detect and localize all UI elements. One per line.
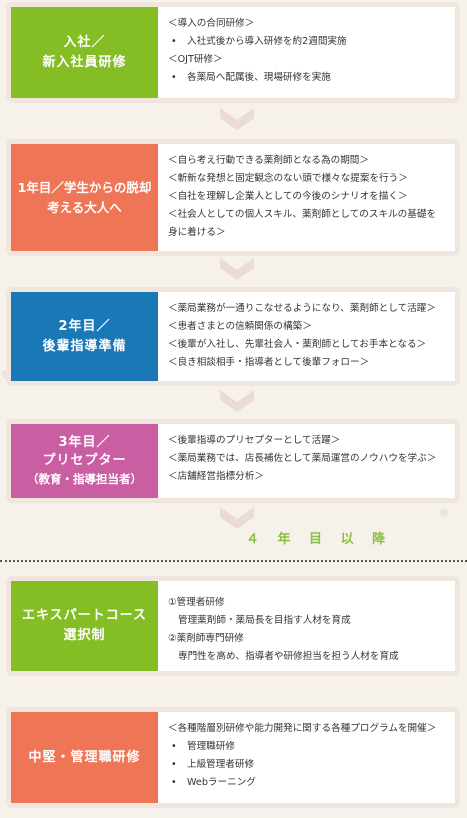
description-line: ＜自社を理解し企業人としての今後のシナリオを描く＞ (168, 191, 408, 202)
stage-label-line: 1年目／学生からの脱却 (17, 179, 152, 195)
stage-label: 2年目／ 後輩指導準備 (11, 292, 158, 381)
description-bullet: 入社式後から導入研修を約2週間実施 (168, 33, 447, 51)
description-line: ＜薬局業務が一通りこなせるようになり、薬剤師として活躍＞ (168, 303, 436, 314)
stage-description: ＜導入の合同研修＞ 入社式後から導入研修を約2週間実施 ＜OJT研修＞ 各薬局へ… (158, 7, 455, 98)
track-label-line: 中堅・管理職研修 (28, 749, 141, 765)
down-arrow-icon (220, 507, 254, 529)
description-line: ＜各種階層別研修や能力開発に関する各種プログラムを開催＞ (168, 723, 437, 734)
description-line: ＜薬局業務では、店長補佐として薬局運営のノウハウを学ぶ＞ (168, 453, 437, 464)
stage-description: ＜後輩指導のプリセプターとして活躍＞ ＜薬局業務では、店長補佐として薬局運営のノ… (158, 424, 455, 498)
description-line: ＜社会人としての個人スキル、薬剤師としてのスキルの基礎を (168, 209, 437, 220)
stage-card-year2: 2年目／ 後輩指導準備 ＜薬局業務が一通りこなせるようになり、薬剤師として活躍＞… (6, 287, 460, 386)
stage-label-line: 3年目／ (58, 435, 111, 450)
stage-label-line: 入社／ (63, 34, 106, 50)
description-line: ＜導入の合同研修＞ (168, 18, 255, 29)
down-arrow-icon (220, 390, 254, 412)
stage-card-year3: 3年目／ プリセプター （教育・指導担当者） ＜後輩指導のプリセプターとして活躍… (6, 419, 460, 503)
description-line: ＜良き相談相手・指導者として後輩フォロー＞ (168, 357, 370, 368)
stage-description: ＜自ら考え行動できる薬剤師となる為の期間＞ ＜斬新な発想と固定観念のない頭で様々… (158, 144, 455, 251)
down-arrow-icon (220, 108, 254, 130)
stage-card-new-employee: 入社／ 新入社員研修 ＜導入の合同研修＞ 入社式後から導入研修を約2週間実施 ＜… (6, 2, 460, 103)
section-divider (0, 560, 467, 562)
track-description: ＜各種階層別研修や能力開発に関する各種プログラムを開催＞ 管理職研修 上級管理者… (158, 712, 455, 803)
stage-label-line: 後輩指導準備 (42, 338, 127, 354)
stage-description: ＜薬局業務が一通りこなせるようになり、薬剤師として活躍＞ ＜患者さまとの信頼関係… (158, 292, 455, 381)
description-line: ＜斬新な発想と固定観念のない頭で様々な提案を行う＞ (168, 173, 408, 184)
description-line: 身に着ける＞ (168, 227, 226, 238)
track-description: ①管理者研修 管理薬剤師・薬局長を目指す人材を育成 ②薬剤師専門研修 専門性を高… (158, 581, 455, 671)
stage-label-line: 新入社員研修 (42, 54, 127, 70)
background-dot (440, 508, 449, 517)
description-bullet: 上級管理者研修 (168, 756, 447, 774)
description-bullet: 各薬局へ配属後、現場研修を実施 (168, 69, 447, 87)
track-label-line: 選択制 (63, 628, 106, 643)
description-line: 専門性を高め、指導者や研修担当を担う人材を育成 (178, 651, 399, 662)
description-line: ＜後輩が入社し、先輩社会人・薬剤師としてお手本となる＞ (168, 339, 427, 350)
description-line: ＜患者さまとの信頼関係の構築＞ (168, 321, 312, 332)
stage-label: 3年目／ プリセプター （教育・指導担当者） (11, 424, 158, 498)
description-bullet: 管理職研修 (168, 738, 447, 756)
description-line: ①管理者研修 (168, 597, 225, 608)
track-card-expert-course: エキスパートコース 選択制 ①管理者研修 管理薬剤師・薬局長を目指す人材を育成 … (6, 576, 460, 676)
track-label: 中堅・管理職研修 (11, 712, 158, 803)
track-label: エキスパートコース 選択制 (11, 581, 158, 671)
stage-card-year1: 1年目／学生からの脱却 考える大人へ ＜自ら考え行動できる薬剤師となる為の期間＞… (6, 139, 460, 256)
down-arrow-icon (220, 258, 254, 280)
stage-label-line: （教育・指導担当者） (27, 472, 142, 486)
track-card-management-training: 中堅・管理職研修 ＜各種階層別研修や能力開発に関する各種プログラムを開催＞ 管理… (6, 707, 460, 808)
stage-label-line: 考える大人へ (47, 199, 122, 215)
after-year4-heading: ４ 年 目 以 降 (246, 532, 393, 547)
description-line: ＜店舗経営指標分析＞ (168, 471, 264, 482)
track-label-line: エキスパートコース (22, 608, 147, 623)
stage-label: 1年目／学生からの脱却 考える大人へ (11, 144, 158, 251)
description-line: ＜自ら考え行動できる薬剤師となる為の期間＞ (168, 155, 369, 166)
description-line: ＜後輩指導のプリセプターとして活躍＞ (168, 435, 341, 446)
description-bullet: Webラーニング (168, 774, 447, 792)
stage-label-line: 2年目／ (58, 318, 111, 334)
description-line: 管理薬剤師・薬局長を目指す人材を育成 (178, 615, 351, 626)
stage-label: 入社／ 新入社員研修 (11, 7, 158, 98)
stage-label-line: プリセプター (42, 453, 127, 468)
description-line: ②薬剤師専門研修 (168, 633, 244, 644)
description-line: ＜OJT研修＞ (168, 54, 223, 65)
